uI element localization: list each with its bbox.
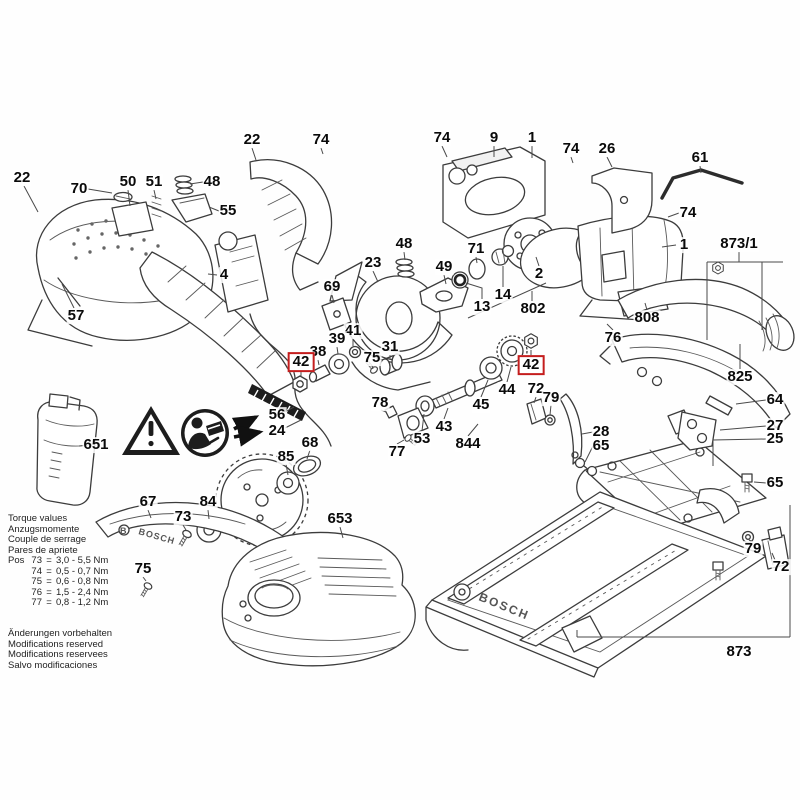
- read-manual-icon: [181, 409, 229, 457]
- footer-note-line: Modifications reserved: [8, 638, 104, 650]
- part-label-67: 67: [138, 493, 158, 511]
- torque-title-line: Pares de apriete: [8, 544, 78, 556]
- part-label-74: 74: [311, 131, 331, 149]
- torque-row: 75=0,6 - 0,8 Nm: [31, 576, 109, 587]
- part-label-873-1: 873/1: [719, 235, 759, 253]
- torque-title-line: Anzugsmomente: [8, 523, 80, 535]
- part-label-75: 75: [362, 349, 382, 367]
- battery-drawing: [36, 393, 98, 506]
- gear-train-drawing: [248, 333, 556, 448]
- part-label-44: 44: [497, 381, 517, 399]
- part-label-653: 653: [326, 510, 354, 528]
- warning-triangle-icon: [122, 406, 180, 455]
- part-label-73: 73: [173, 508, 193, 526]
- charger-drawing: [221, 531, 416, 667]
- torque-row: 77=0,8 - 1,2 Nm: [31, 597, 109, 608]
- part-label-77: 77: [387, 443, 407, 461]
- gear-housing-drawing: [321, 244, 515, 391]
- part-label-13: 13: [472, 298, 492, 316]
- part-label-79: 79: [541, 389, 561, 407]
- leader-lines: [23, 145, 791, 638]
- part-label-25: 25: [765, 430, 785, 448]
- part-label-23: 23: [363, 254, 383, 272]
- part-label-651: 651: [82, 436, 110, 454]
- part-label-48: 48: [394, 235, 414, 253]
- part-label-74: 74: [678, 204, 698, 222]
- part-label-42: 42: [287, 352, 315, 372]
- part-label-41: 41: [343, 322, 363, 340]
- part-label-39: 39: [327, 330, 347, 348]
- svg-text:B: B: [120, 526, 128, 536]
- part-label-1: 1: [678, 236, 690, 254]
- part-label-9: 9: [488, 129, 500, 147]
- footer-note-line: Modifications reservees: [8, 649, 108, 660]
- part-label-71: 71: [466, 240, 486, 258]
- part-label-79: 79: [743, 540, 763, 558]
- part-label-68: 68: [300, 434, 320, 452]
- part-label-31: 31: [380, 338, 400, 356]
- part-label-26: 26: [597, 140, 617, 158]
- part-label-78: 78: [370, 394, 390, 412]
- part-label-802: 802: [519, 300, 547, 318]
- part-label-56: 56: [267, 406, 287, 424]
- part-label-22: 22: [242, 131, 262, 149]
- torque-row: 76=1,5 - 2,4 Nm: [31, 586, 109, 598]
- pointer-arrows-icon: [231, 415, 264, 447]
- part-label-808: 808: [633, 309, 661, 327]
- footer-note-line: Änderungen vorbehalten: [8, 628, 113, 639]
- part-label-76: 76: [603, 329, 623, 347]
- part-label-84: 84: [198, 493, 218, 511]
- part-label-51: 51: [144, 173, 164, 191]
- part-label-74: 74: [432, 129, 452, 147]
- part-label-825: 825: [726, 368, 754, 386]
- safety-icons: [122, 406, 264, 457]
- part-label-53: 53: [412, 430, 432, 448]
- guard-brand-text: BOSCH: [137, 526, 176, 546]
- part-label-61: 61: [690, 149, 710, 167]
- part-label-65: 65: [765, 474, 785, 492]
- part-label-28: 28: [591, 423, 611, 441]
- part-label-43: 43: [434, 418, 454, 436]
- hex-key-drawing: [660, 168, 744, 200]
- part-label-2: 2: [533, 265, 545, 283]
- part-label-42: 42: [517, 355, 545, 375]
- footer-note-line: Salvo modificaciones: [8, 659, 98, 671]
- torque-title-line: Torque values: [8, 513, 68, 524]
- part-label-24: 24: [267, 422, 287, 440]
- torque-row: 74=0,5 - 0,7 Nm: [31, 565, 109, 577]
- part-label-72: 72: [526, 380, 546, 398]
- part-label-65: 65: [591, 437, 611, 455]
- part-label-14: 14: [493, 286, 513, 304]
- part-label-22: 22: [12, 169, 32, 187]
- part-label-1: 1: [526, 129, 538, 147]
- small-parts-top-left: [111, 175, 332, 447]
- part-label-873: 873: [725, 643, 753, 661]
- housing-left-drawing: [27, 198, 295, 397]
- part-label-45: 45: [471, 396, 491, 414]
- part-label-85: 85: [276, 448, 296, 466]
- part-label-27: 27: [765, 417, 785, 435]
- part-label-57: 57: [66, 307, 86, 325]
- part-label-74: 74: [561, 140, 581, 158]
- baseplate-drawing: BOSCH: [425, 393, 790, 678]
- torque-title-line: Couple de serrage: [8, 534, 87, 545]
- part-label-69: 69: [322, 278, 342, 296]
- part-label-70: 70: [69, 180, 89, 198]
- part-label-48: 48: [202, 173, 222, 191]
- part-label-72: 72: [771, 558, 791, 576]
- part-label-64: 64: [765, 391, 785, 409]
- part-label-4: 4: [218, 266, 230, 284]
- housing-right-drawing: [249, 159, 333, 291]
- part-label-50: 50: [118, 173, 138, 191]
- part-label-55: 55: [218, 202, 238, 220]
- part-label-49: 49: [434, 258, 454, 276]
- part-label-75: 75: [133, 560, 153, 578]
- part-label-844: 844: [454, 435, 482, 453]
